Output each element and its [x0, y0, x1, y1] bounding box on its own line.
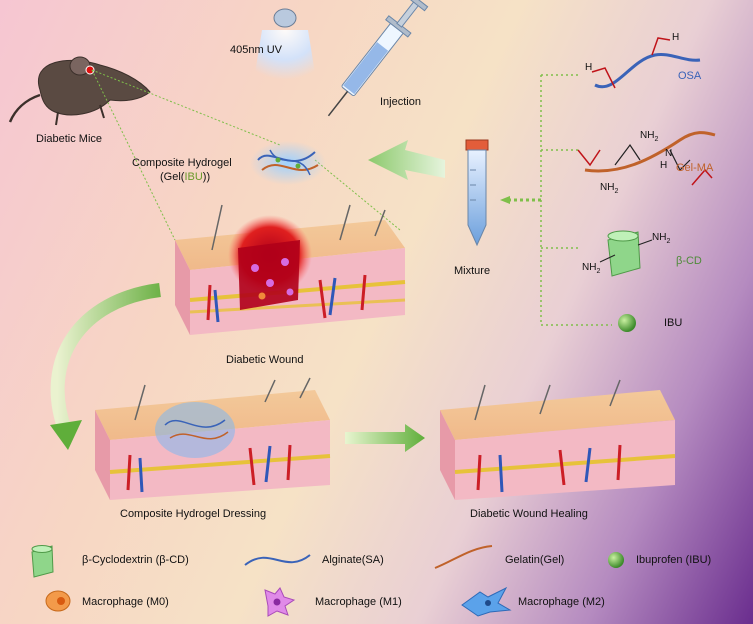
nh-text: NH [600, 182, 615, 193]
sub2: 2 [666, 238, 671, 245]
sub2: 2 [654, 136, 659, 143]
syringe-icon [327, 0, 429, 117]
nh-text: NH [640, 130, 655, 141]
sub2: 2 [614, 188, 619, 195]
osa-h2: H [672, 32, 680, 43]
dressing-label: Composite Hydrogel Dressing [120, 508, 267, 520]
uv-lamp-icon [252, 8, 318, 92]
legend-alginate-icon [244, 554, 311, 566]
gelma-structure-icon [577, 131, 716, 186]
injection-label: Injection [380, 96, 421, 108]
arrow-right-icon [345, 424, 425, 452]
legend-m1-icon [264, 587, 296, 617]
diabetic-wound-label: Diabetic Wound [226, 354, 304, 366]
legend-m0-icon [45, 590, 71, 612]
osa-structure-icon [591, 37, 701, 89]
osa-label: OSA [678, 70, 702, 82]
bcd-label: β-CD [676, 255, 702, 267]
tube-icon [465, 139, 489, 247]
healing-label: Diabetic Wound Healing [470, 508, 588, 520]
ibuprofen-ball-icon [618, 314, 636, 332]
legend-m0-label: Macrophage (M0) [82, 596, 169, 608]
curved-arrow-icon [50, 283, 161, 433]
legend-ibu-icon [608, 552, 624, 568]
nh-text: NH [582, 262, 597, 273]
mouse-icon [8, 56, 151, 126]
uv-label: 405nm UV [230, 44, 282, 56]
diabetic-wound-skin-icon [175, 204, 406, 335]
gelma-nh2-top: NH2 [640, 130, 658, 143]
legend-sa-label: Alginate(SA) [322, 554, 384, 566]
gelma-label: Gel-MA [676, 162, 714, 174]
mixture-label: Mixture [454, 265, 491, 277]
composite-hydrogel-sublabel: (Gel(IBU)) [160, 171, 210, 183]
paren-close: )) [202, 171, 211, 183]
arrow-left-icon [368, 140, 445, 180]
legend-gelatin-icon [434, 545, 493, 569]
legend-m2-label: Macrophage (M2) [518, 596, 605, 608]
nh-text: NH [652, 232, 667, 243]
legend-m1-label: Macrophage (M1) [315, 596, 402, 608]
sub2: 2 [596, 268, 601, 275]
diabetic-mice-label: Diabetic Mice [36, 133, 103, 145]
hydrogel-dressing-skin-icon [95, 377, 331, 500]
gelma-h: H [660, 160, 668, 171]
legend-gel-label: Gelatin(Gel) [505, 554, 565, 566]
legend-ibu-label: Ibuprofen (IBU) [636, 554, 712, 566]
composite-hydrogel-icon [250, 141, 326, 185]
legend-bcd-icon [31, 545, 54, 578]
cyclodextrin-icon [599, 230, 653, 277]
ibu-inline: IBU [184, 171, 203, 183]
gelma-nh2-bottom: NH2 [600, 182, 618, 195]
osa-h1: H [585, 62, 593, 73]
paren-open: (Gel( [160, 171, 185, 183]
gelma-n: N [665, 148, 673, 159]
legend-bcd-label: β-Cyclodextrin (β-CD) [82, 554, 189, 566]
bcd-nh2-right: NH2 [652, 232, 670, 245]
ibu-label: IBU [664, 317, 683, 329]
bcd-nh2-left: NH2 [582, 262, 600, 275]
legend-m2-icon [461, 586, 512, 617]
healing-skin-icon [440, 379, 676, 500]
composite-hydrogel-label: Composite Hydrogel [132, 157, 232, 169]
